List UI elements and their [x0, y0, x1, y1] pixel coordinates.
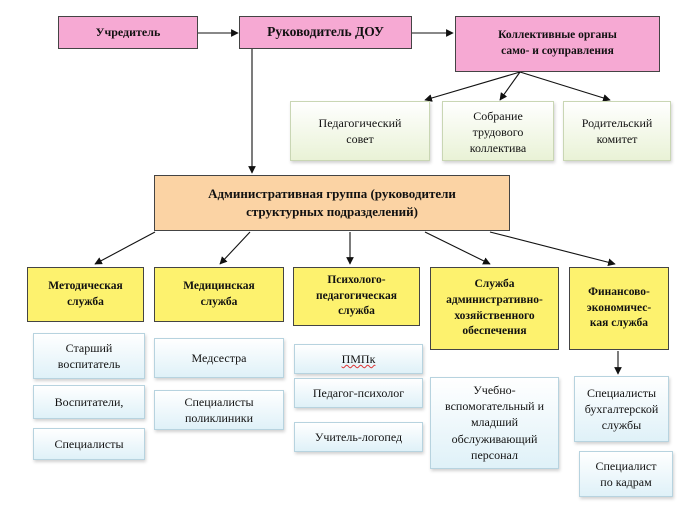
- labor-collective-meeting-box: Собрание трудового коллектива: [442, 101, 554, 161]
- self-government-bodies-label: Коллективные органы само- и соуправления: [498, 29, 617, 57]
- psych-item-label: Педагог-психолог: [312, 385, 405, 400]
- psych-item-label: Учитель-логопед: [314, 429, 403, 444]
- medical-item-clinic-specialists: Специалисты поликлиники: [154, 390, 284, 430]
- parent-committee-box: Родительский комитет: [563, 101, 671, 161]
- admin-group-box: Административная группа (руководители ст…: [154, 175, 510, 231]
- medical-service-label: Медицинская служба: [183, 279, 255, 308]
- parent-committee-label: Родительский комитет: [581, 115, 653, 146]
- founder-label: Учредитель: [95, 25, 161, 40]
- arrow-bodies-to-labor-meeting: [499, 71, 521, 101]
- finance-item-label: Специалист по кадрам: [595, 458, 657, 489]
- arrow-admin-to-medical: [219, 231, 251, 265]
- arrow-bodies-to-ped-council: [424, 71, 521, 102]
- psych-item-pmpk: ПМПк: [294, 344, 423, 374]
- finance-item-hr-specialist: Специалист по кадрам: [579, 451, 673, 497]
- methodical-item-label: Воспитатели,: [54, 394, 124, 409]
- pedagogical-council-label: Педагогический совет: [318, 115, 402, 146]
- ahch-item-support-staff: Учебно- вспомогательный и младший обслуж…: [430, 377, 559, 469]
- psych-item-speech-therapist: Учитель-логопед: [294, 422, 423, 452]
- methodical-service-box: Методическая служба: [27, 267, 144, 322]
- head-label: Руководитель ДОУ: [267, 24, 384, 40]
- admin-group-label: Административная группа (руководители ст…: [208, 186, 456, 219]
- methodical-item-specialists: Специалисты: [33, 428, 145, 460]
- methodical-item-label: Специалисты: [54, 436, 124, 451]
- finance-service-label: Финансово- экономичес- кая служба: [586, 286, 652, 330]
- arrow-admin-to-ahch: [424, 231, 491, 265]
- psych-ped-service-box: Психолого- педагогическая служба: [293, 267, 420, 326]
- medical-item-label: Специалисты поликлиники: [184, 394, 254, 425]
- medical-item-label: Медсестра: [191, 350, 247, 365]
- methodical-item-educators: Воспитатели,: [33, 385, 145, 419]
- pedagogical-council-box: Педагогический совет: [290, 101, 430, 161]
- methodical-item-senior-educator: Старший воспитатель: [33, 333, 145, 379]
- self-government-bodies-box: Коллективные органы само- и соуправления: [455, 16, 660, 72]
- labor-collective-meeting-label: Собрание трудового коллектива: [469, 109, 527, 156]
- psych-ped-service-label: Психолого- педагогическая служба: [316, 274, 397, 318]
- methodical-item-label: Старший воспитатель: [57, 340, 121, 371]
- head-box: Руководитель ДОУ: [239, 16, 412, 49]
- arrow-admin-to-finance: [489, 231, 616, 267]
- finance-item-label: Специалисты бухгалтерской службы: [584, 385, 659, 433]
- psych-item-psychologist: Педагог-психолог: [294, 378, 423, 408]
- admin-economic-service-box: Служба административно- хозяйственного о…: [430, 267, 559, 350]
- medical-item-nurse: Медсестра: [154, 338, 284, 378]
- psych-item-label: ПМПк: [341, 351, 376, 366]
- founder-box: Учредитель: [58, 16, 198, 49]
- ahch-item-label: Учебно- вспомогательный и младший обслуж…: [444, 383, 544, 462]
- arrow-admin-to-methodical: [94, 231, 156, 265]
- admin-economic-service-label: Служба административно- хозяйственного о…: [446, 278, 543, 338]
- medical-service-box: Медицинская служба: [154, 267, 284, 322]
- finance-item-accounting-specialists: Специалисты бухгалтерской службы: [574, 376, 669, 442]
- arrow-bodies-to-parent-committee: [519, 71, 611, 102]
- finance-service-box: Финансово- экономичес- кая служба: [569, 267, 669, 350]
- methodical-service-label: Методическая служба: [48, 279, 123, 308]
